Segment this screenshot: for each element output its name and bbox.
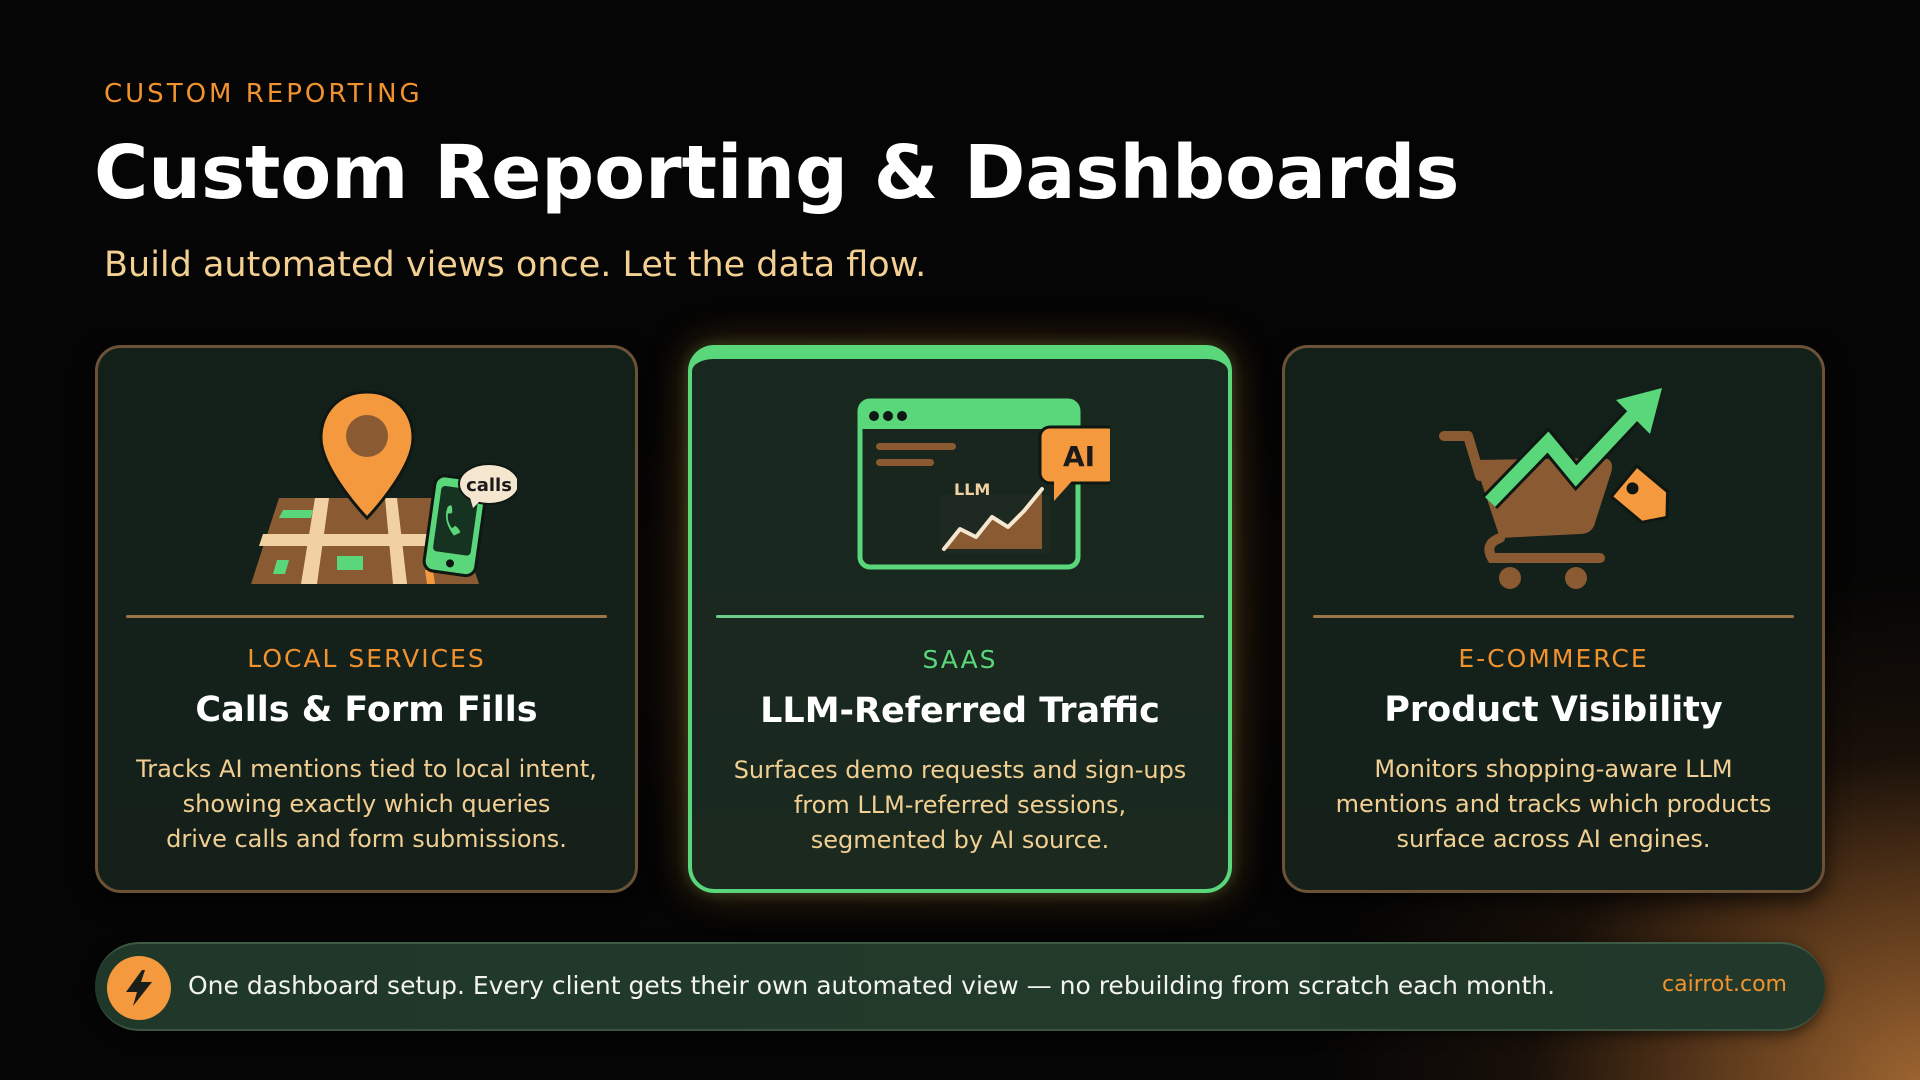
- card-title: Calls & Form Fills: [195, 690, 538, 730]
- llm-chart-label: LLM: [954, 480, 990, 499]
- description-line: segmented by AI source.: [810, 826, 1110, 854]
- description-line: showing exactly which queries: [182, 790, 551, 818]
- browser-llm-chart-ai-icon: LLM AI: [692, 369, 1228, 609]
- ai-badge-label: AI: [1063, 440, 1095, 473]
- description-line: Monitors shopping-aware LLM: [1374, 755, 1733, 783]
- card-category: LOCAL SERVICES: [247, 644, 486, 673]
- shopping-cart-trend-tag-icon: [1285, 368, 1822, 608]
- card-description: Surfaces demo requests and sign-ups from…: [708, 753, 1212, 858]
- section-eyebrow: CUSTOM REPORTING: [104, 79, 423, 109]
- card-description: Monitors shopping-aware LLM mentions and…: [1301, 752, 1806, 857]
- description-line: surface across AI engines.: [1396, 825, 1711, 853]
- summary-banner: One dashboard setup. Every client gets t…: [95, 942, 1825, 1031]
- description-line: drive calls and form submissions.: [166, 825, 567, 853]
- card-category: E-COMMERCE: [1458, 644, 1649, 673]
- banner-message: One dashboard setup. Every client gets t…: [188, 971, 1556, 1000]
- card-title: Product Visibility: [1384, 690, 1723, 730]
- card-ecommerce: E-COMMERCE Product Visibility Monitors s…: [1282, 345, 1825, 893]
- description-line: Surfaces demo requests and sign-ups: [733, 756, 1187, 784]
- card-description: Tracks AI mentions tied to local intent,…: [114, 752, 619, 857]
- card-divider: [126, 615, 607, 618]
- card-divider: [1313, 615, 1794, 618]
- map-pin-phone-calls-icon: calls: [98, 368, 635, 608]
- page-subtitle: Build automated views once. Let the data…: [104, 245, 927, 285]
- card-title: LLM-Referred Traffic: [760, 691, 1160, 731]
- description-line: from LLM-referred sessions,: [793, 791, 1127, 819]
- website-link[interactable]: cairrot.com: [1662, 972, 1787, 997]
- card-category: SAAS: [922, 645, 998, 674]
- page-title: Custom Reporting & Dashboards: [94, 130, 1460, 216]
- card-divider: [716, 615, 1204, 618]
- card-local-services: calls LOCAL SERVICES Calls & Form Fills …: [95, 345, 638, 893]
- calls-icon-label: calls: [466, 475, 512, 496]
- card-saas: LLM AI SAAS LLM-Referred Traffic Surface…: [688, 345, 1232, 893]
- description-line: mentions and tracks which products: [1335, 790, 1772, 818]
- description-line: Tracks AI mentions tied to local intent,: [136, 755, 597, 783]
- lightning-bolt-icon: [107, 956, 171, 1020]
